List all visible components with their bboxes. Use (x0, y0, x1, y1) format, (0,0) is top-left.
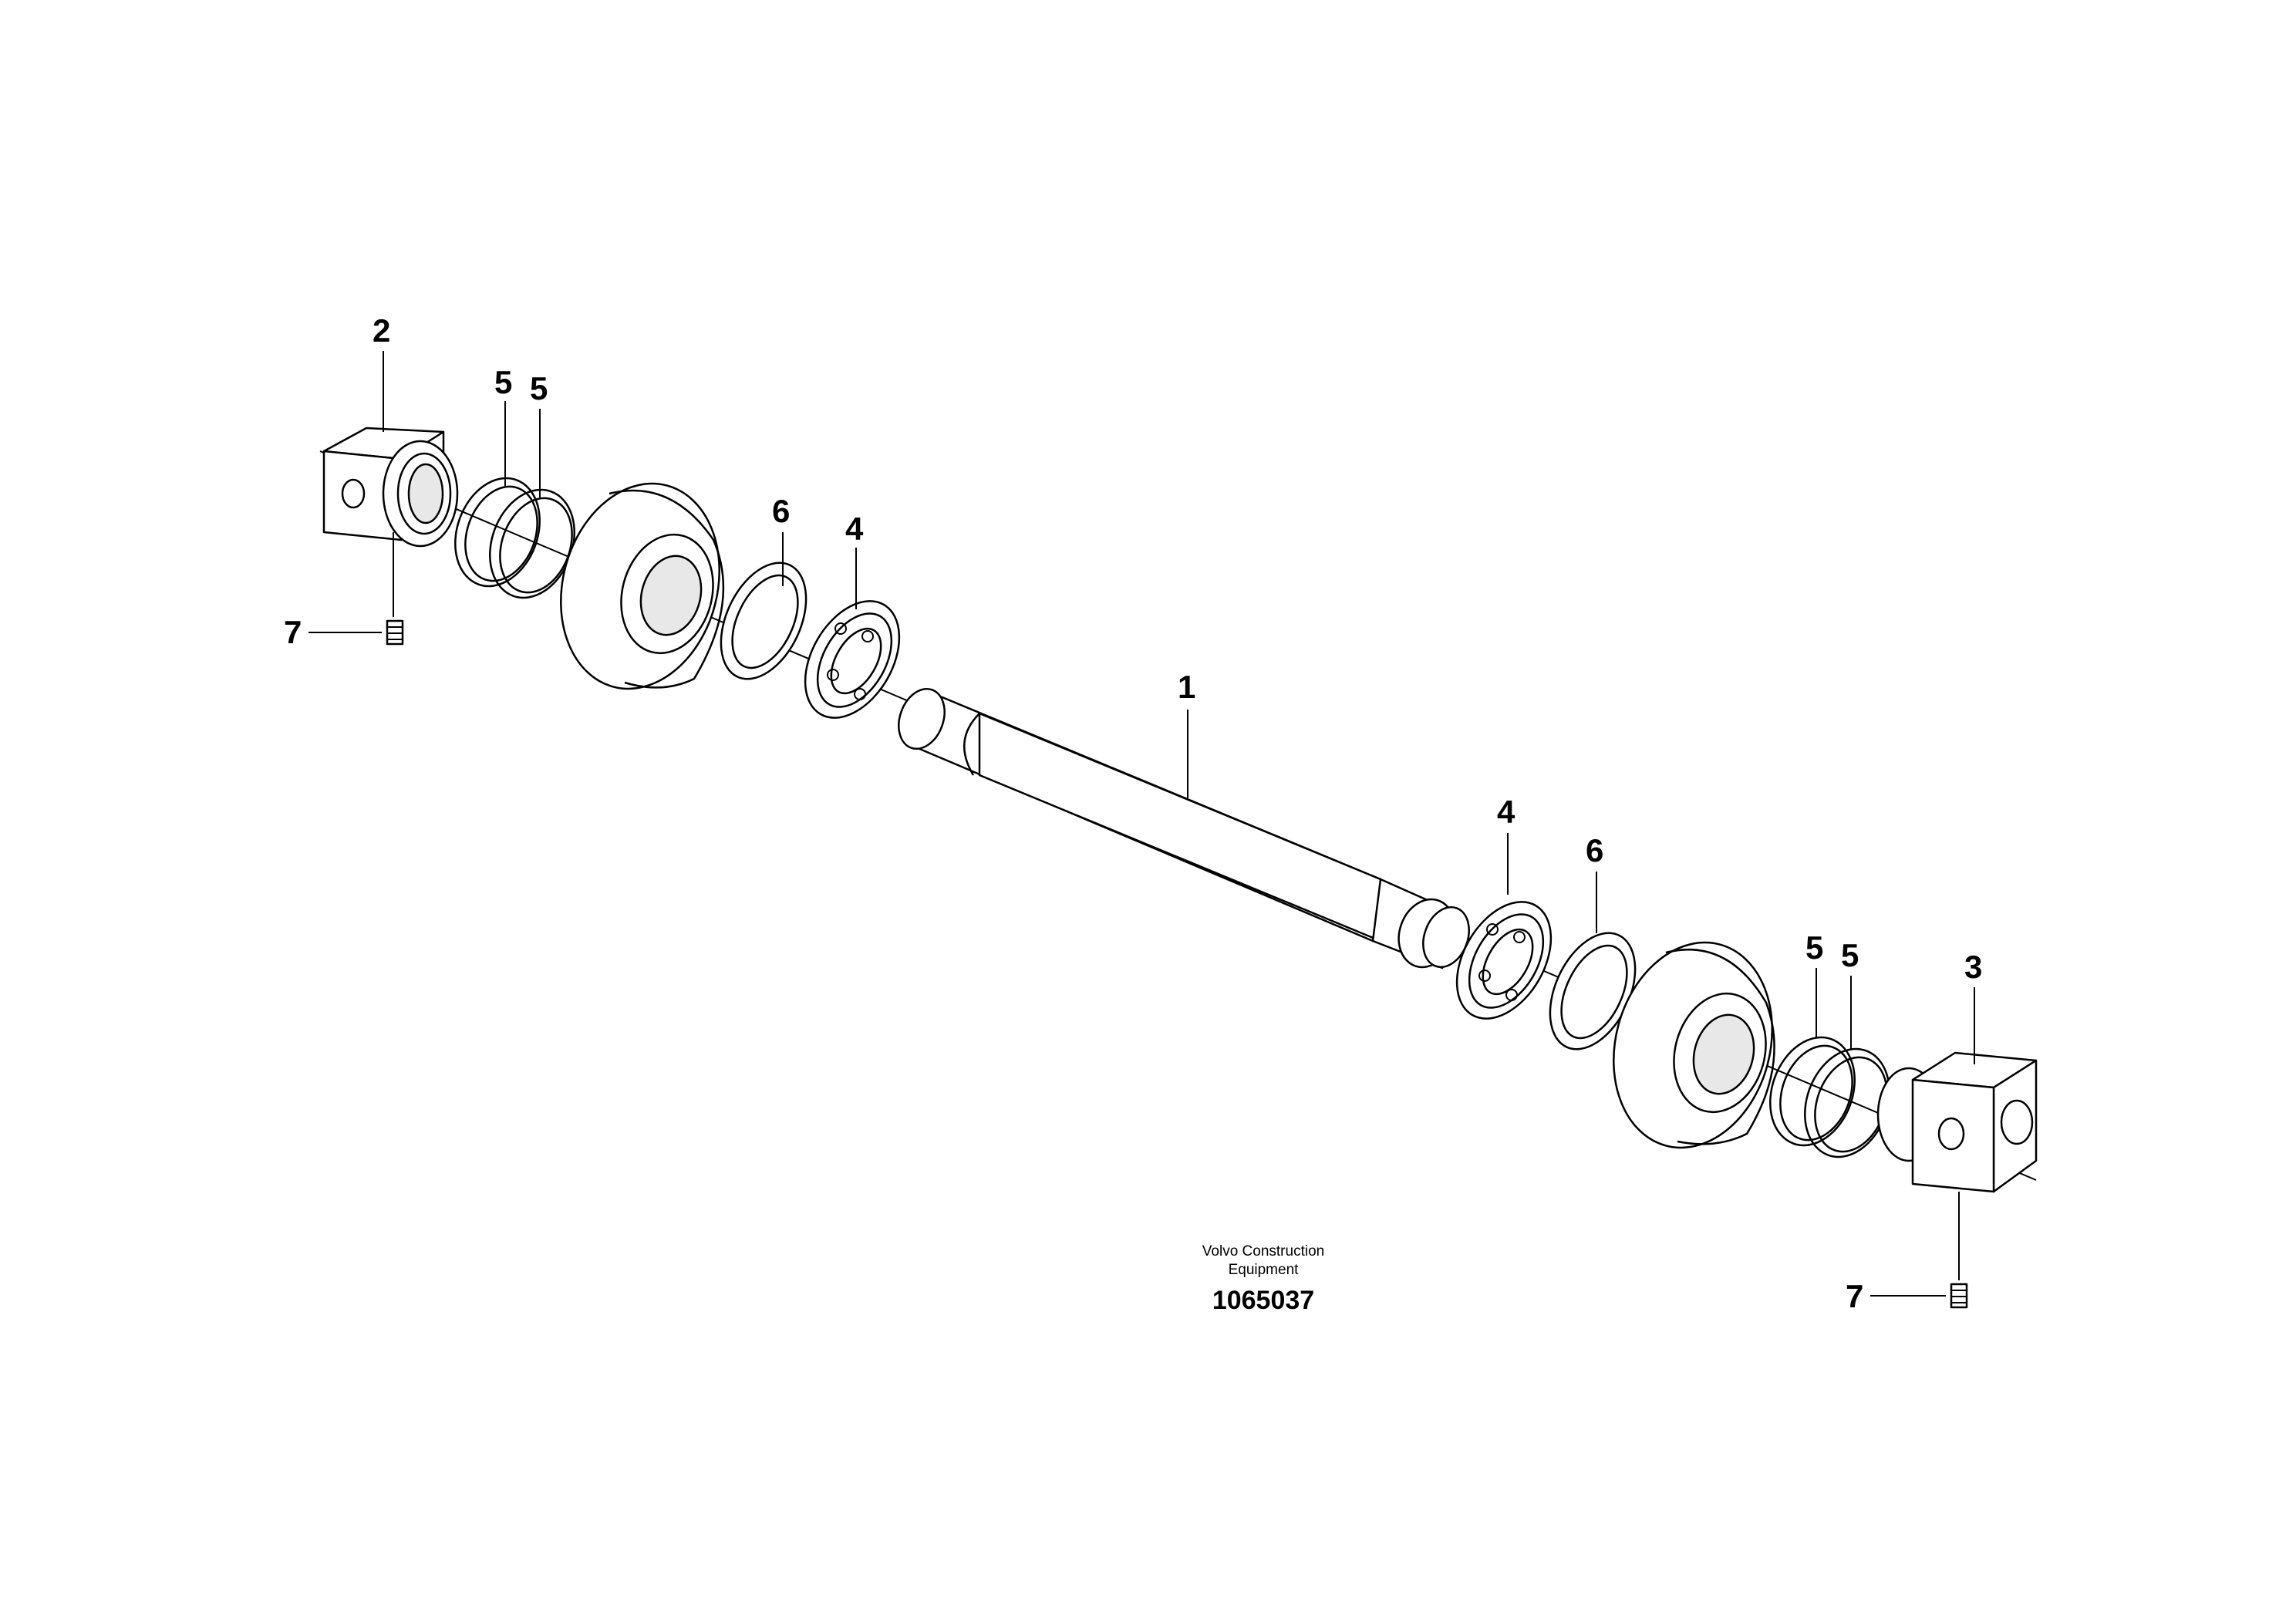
bearing-right (1455, 833, 1553, 1020)
manufacturer-line2: Equipment (1229, 1262, 1300, 1278)
callout-bracket-left: 2 (373, 312, 390, 349)
screw-right (1870, 1283, 1968, 1309)
callout-ring-left-a: 5 (494, 364, 512, 400)
callout-bearing-left: 4 (845, 511, 864, 547)
callout-bearing-right: 4 (1497, 794, 1515, 830)
screw-left (308, 619, 404, 646)
bracket-left (322, 427, 459, 617)
callout-screw-left: 7 (284, 614, 302, 650)
callout-washer-left: 6 (772, 493, 790, 529)
shaft (898, 687, 1470, 969)
callout-ring-right-a: 5 (1805, 929, 1823, 966)
callout-shaft: 1 (1178, 669, 1195, 705)
washer-left (720, 561, 807, 680)
washer-right (1549, 872, 1637, 1050)
callout-washer-right: 6 (1586, 832, 1603, 868)
callout-screw-right: 7 (1846, 1278, 1863, 1314)
roller-right (1613, 941, 1775, 1149)
bearing-left (804, 600, 901, 719)
callout-bracket-right: 3 (1964, 949, 1982, 985)
callout-ring-left-b: 5 (530, 370, 548, 406)
drawing-number: 1065037 (1212, 1286, 1314, 1315)
bracket-right (1876, 987, 2038, 1280)
callout-ring-right-b: 5 (1841, 937, 1859, 973)
manufacturer-line1: Volvo Construction (1202, 1243, 1324, 1259)
roller-left (560, 482, 725, 690)
